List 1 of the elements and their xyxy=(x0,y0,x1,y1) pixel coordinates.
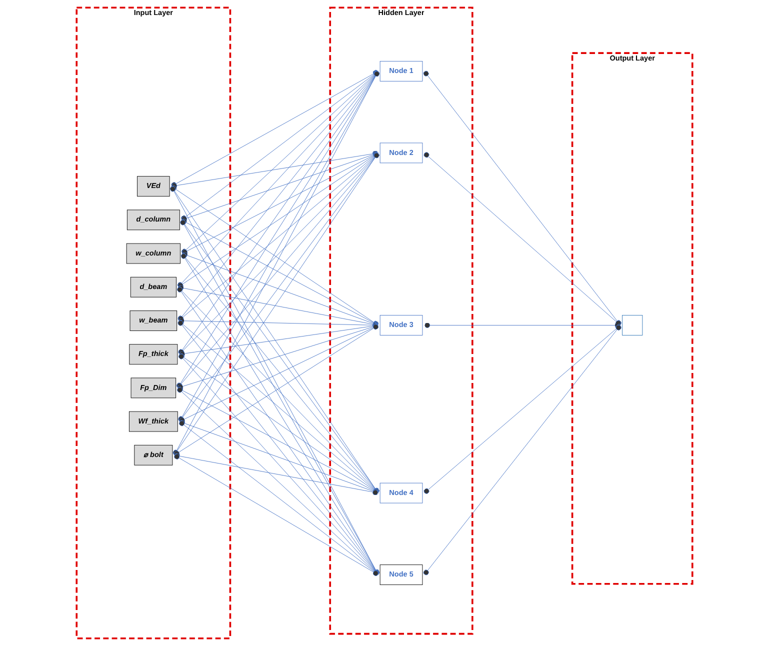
node-box xyxy=(622,315,643,336)
